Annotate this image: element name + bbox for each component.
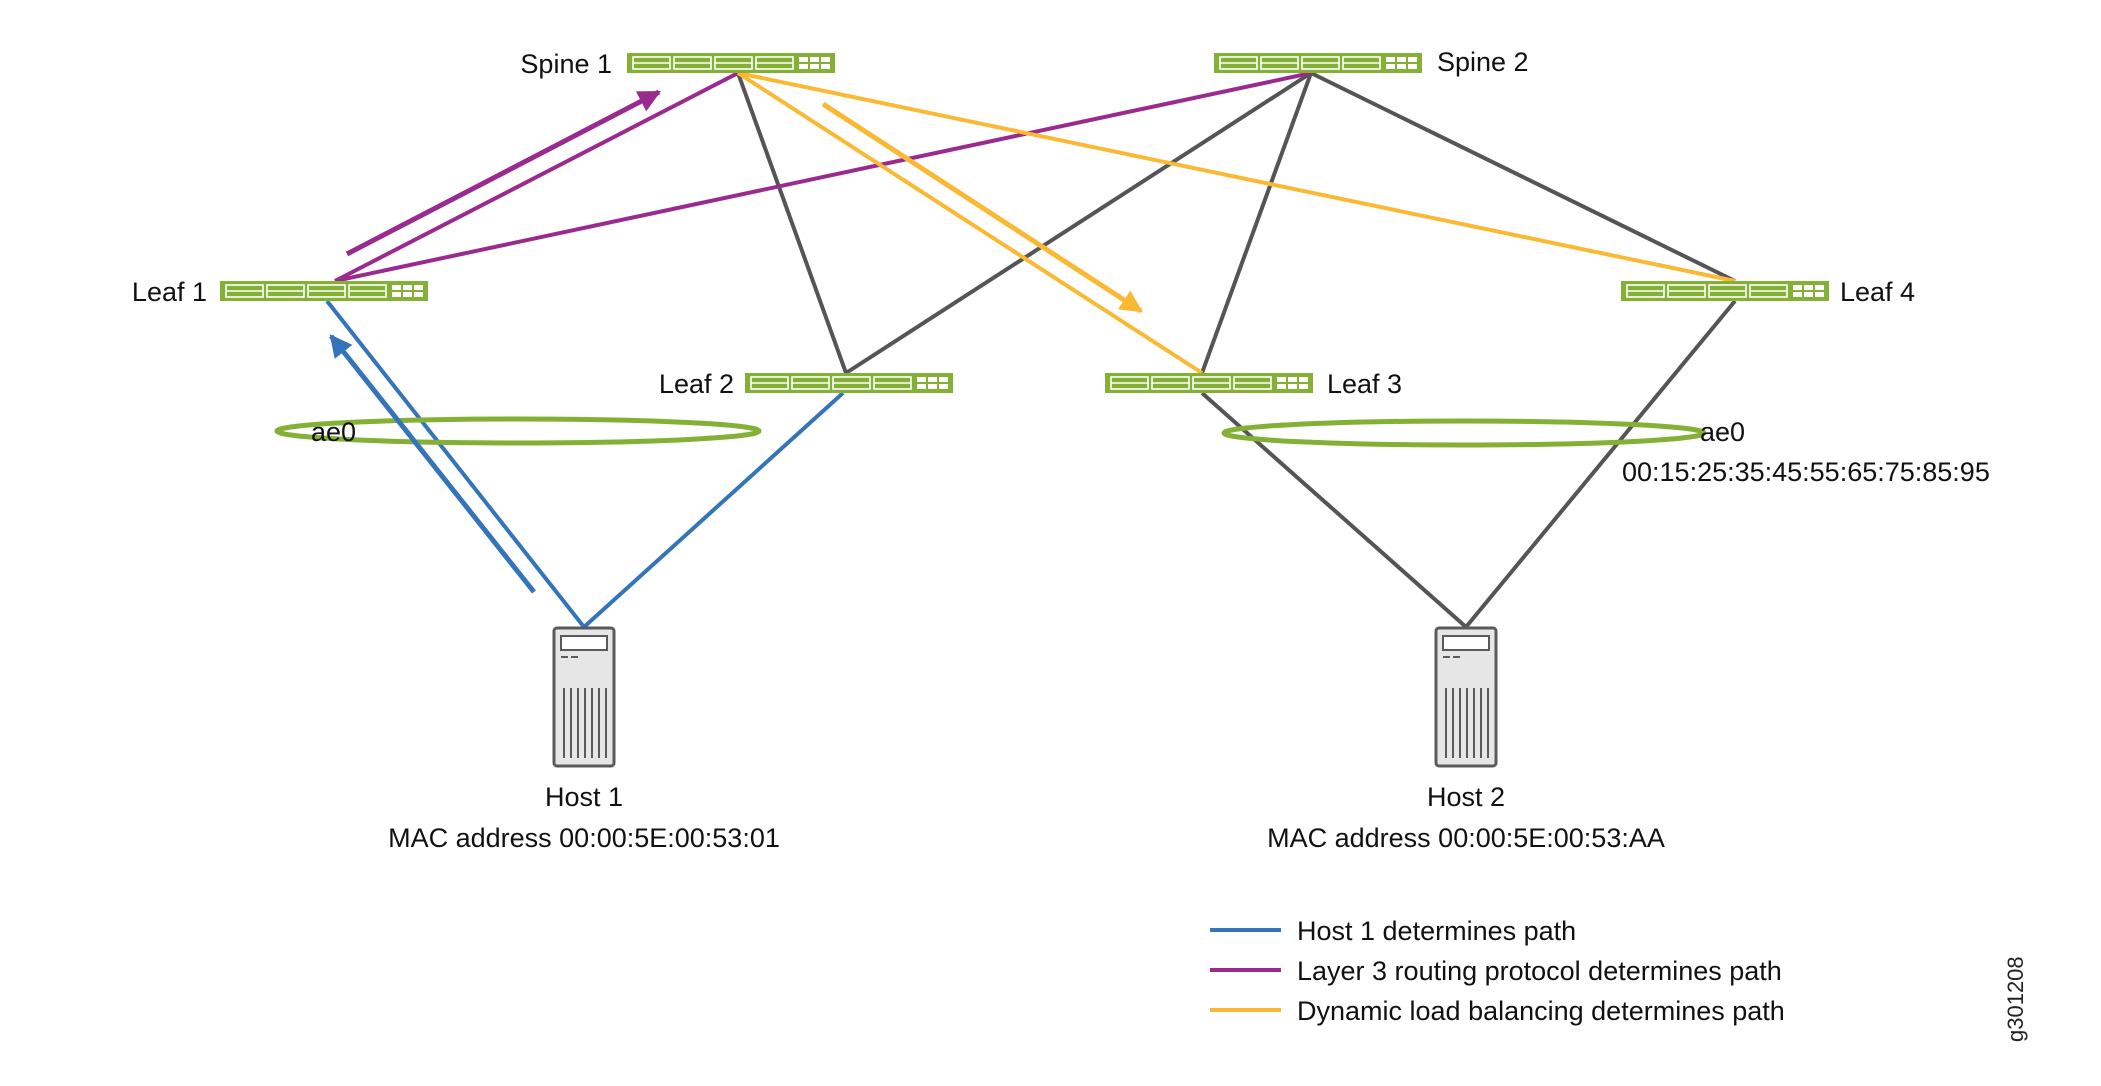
link-leaf3-host2 (1200, 391, 1468, 629)
host1-server[interactable]: Host 1 MAC address 00:00:5E:00:53:01 (388, 626, 780, 853)
leaf1-switch[interactable]: Leaf 1 (132, 277, 428, 307)
yellow-path-arrow (821, 101, 1143, 314)
spine2-switch[interactable]: Spine 2 (1214, 47, 1529, 77)
switch-icon (220, 281, 428, 301)
legend: Host 1 determines path Layer 3 routing p… (1210, 916, 1785, 1026)
link-spine2-leaf2 (844, 71, 1313, 375)
switch-icon (627, 53, 835, 73)
ae0-right-label: ae0 (1700, 417, 1745, 447)
legend-label: Dynamic load balancing determines path (1297, 996, 1785, 1026)
purple-path-arrow (345, 89, 661, 257)
link-spine2-leaf4 (1310, 71, 1736, 283)
leaf4-label: Leaf 4 (1840, 277, 1915, 307)
host1-mac: MAC address 00:00:5E:00:53:01 (388, 823, 780, 853)
ae0-left-label: ae0 (311, 417, 356, 447)
spine1-label: Spine 1 (520, 49, 612, 79)
figure-id: g301208 (2003, 956, 2028, 1042)
server-icon (1434, 626, 1498, 768)
link-spine2-leaf3 (1200, 72, 1313, 374)
switch-icon (1214, 53, 1422, 73)
host1-label: Host 1 (545, 782, 623, 812)
legend-item-purple: Layer 3 routing protocol determines path (1210, 956, 1782, 986)
link-spine1-leaf2 (736, 72, 848, 374)
leaf2-label: Leaf 2 (659, 369, 734, 399)
host2-mac: MAC address 00:00:5E:00:53:AA (1267, 823, 1665, 853)
legend-item-blue: Host 1 determines path (1210, 916, 1576, 946)
legend-label: Host 1 determines path (1297, 916, 1576, 946)
server-icon (552, 626, 616, 768)
link-leaf4-host2 (1464, 299, 1737, 629)
host2-server[interactable]: Host 2 MAC address 00:00:5E:00:53:AA (1267, 626, 1665, 853)
leaf2-switch[interactable]: Leaf 2 (659, 369, 953, 399)
link-leaf1-spine2 (334, 71, 1312, 283)
switch-icon (1621, 281, 1829, 301)
links-layer (325, 71, 1737, 629)
spine2-label: Spine 2 (1437, 47, 1529, 77)
link-spine1-leaf4 (737, 71, 1736, 283)
leaf3-label: Leaf 3 (1327, 369, 1402, 399)
switch-icon (1105, 373, 1313, 393)
ae0-bundle-left (274, 416, 762, 446)
link-host1-leaf1 (325, 299, 586, 629)
leaf1-label: Leaf 1 (132, 277, 207, 307)
host2-label: Host 2 (1427, 782, 1505, 812)
esi-label: 00:15:25:35:45:55:65:75:85:95 (1622, 457, 1990, 487)
blue-path-arrow (329, 334, 536, 594)
leaf3-switch[interactable]: Leaf 3 (1105, 369, 1402, 399)
spine1-switch[interactable]: Spine 1 (520, 49, 835, 79)
legend-item-yellow: Dynamic load balancing determines path (1210, 996, 1785, 1026)
link-leaf1-spine1 (334, 71, 739, 283)
ae0-bundle-right (1221, 418, 1707, 448)
link-spine1-leaf3 (736, 71, 1204, 375)
leaf4-switch[interactable]: Leaf 4 (1621, 277, 1915, 307)
switch-icon (745, 373, 953, 393)
link-host1-leaf2 (582, 391, 845, 629)
legend-label: Layer 3 routing protocol determines path (1297, 956, 1782, 986)
